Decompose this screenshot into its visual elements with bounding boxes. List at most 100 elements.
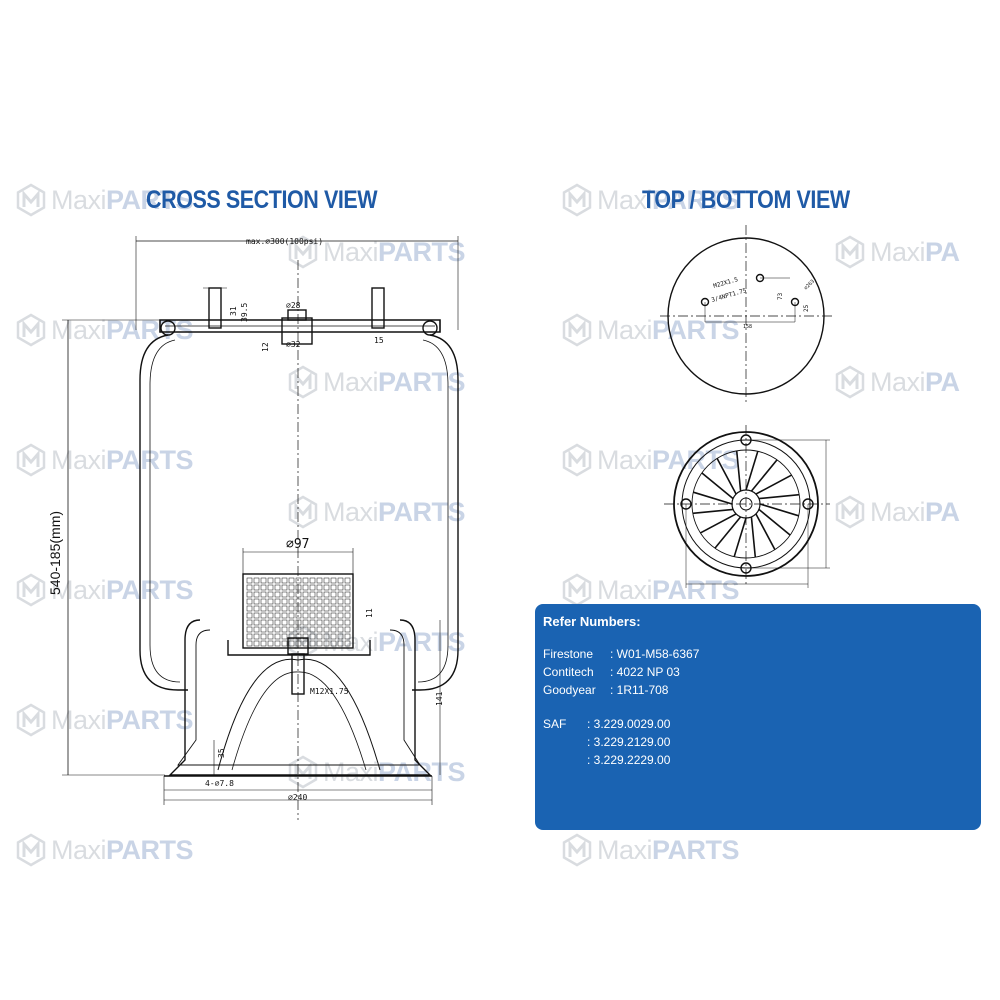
d12-label: 12 [261, 342, 270, 352]
refer-part-number: : 1R11-708 [610, 683, 669, 697]
watermark-text: Maxi [870, 236, 926, 267]
d31-label: 31 [229, 306, 238, 316]
top-25-label: 25 [803, 304, 810, 312]
watermark-text-bold: PARTS [106, 704, 194, 735]
saf-number: : 3.229.2229.00 [587, 753, 671, 767]
d11-label: 11 [365, 608, 374, 618]
watermark-text-bold: PARTS [378, 496, 466, 527]
watermark-text: Maxi [597, 834, 653, 865]
thread-label: M12X1.75 [310, 687, 349, 696]
top-158-label: 158 [743, 324, 752, 330]
watermark-text-bold: PARTS [378, 366, 466, 397]
watermark-text-bold: PARTS [378, 756, 466, 787]
watermark-text: Maxi [51, 574, 107, 605]
watermark-text: Maxi [51, 444, 107, 475]
watermark-text: Maxi [870, 366, 926, 397]
maxiparts-logo-icon [288, 365, 318, 399]
watermark-text: Maxi [323, 496, 379, 527]
maxiparts-logo-icon [562, 833, 592, 867]
maxiparts-logo-icon [835, 365, 865, 399]
saf-number: : 3.229.0029.00 [587, 717, 671, 731]
maxiparts-logo-icon [288, 495, 318, 529]
max-diameter-label: max.⌀300(100psi) [246, 237, 323, 246]
watermark-text-bold: PA [925, 236, 960, 267]
watermark-text-bold: PARTS [652, 444, 740, 475]
bottom-view-drawing [664, 425, 830, 588]
maxiparts-logo-icon [16, 183, 46, 217]
maxiparts-logo-icon [16, 313, 46, 347]
cross-section-title: CROSS SECTION VIEW [146, 186, 378, 214]
maxiparts-logo-icon [16, 443, 46, 477]
d240-label: ⌀240 [288, 793, 307, 802]
watermark-text-bold: PARTS [652, 314, 740, 345]
holes-label: 4-⌀7.8 [205, 779, 234, 788]
d28-label: ⌀28 [286, 301, 301, 310]
refer-part-number: : 4022 NP 03 [610, 665, 680, 679]
watermark-text-bold: PARTS [106, 834, 194, 865]
watermark-text: Maxi [323, 236, 379, 267]
top-view-drawing [660, 225, 832, 404]
watermark-text-bold: PARTS [106, 184, 194, 215]
top-thread2-label: 3/4NPT1.75 [711, 287, 748, 304]
watermark-text: Maxi [51, 704, 107, 735]
watermark-text: Maxi [597, 314, 653, 345]
watermark-text: Maxi [51, 184, 107, 215]
refer-brand-name: Firestone [543, 647, 594, 661]
watermark-text-bold: PARTS [652, 184, 740, 215]
saf-label: SAF [543, 717, 567, 731]
refer-numbers-title: Refer Numbers: [543, 614, 641, 629]
maxiparts-logo-icon [835, 495, 865, 529]
top-d263-label: ⌀263 [803, 279, 816, 292]
watermark-text: Maxi [870, 496, 926, 527]
watermark-text: Maxi [51, 834, 107, 865]
watermark-text: Maxi [597, 184, 653, 215]
height-range-label: 540-185(mm) [47, 511, 63, 595]
d32-label: ⌀32 [286, 340, 301, 349]
cross-section-drawing [62, 236, 459, 820]
maxiparts-logo-icon [835, 235, 865, 269]
maxiparts-logo-icon [288, 755, 318, 789]
top-thread1-label: M22X1.5 [713, 276, 740, 290]
d97-label: ⌀97 [286, 537, 309, 552]
refer-numbers-panel: Refer Numbers: Firestone : W01-M58-6367 … [535, 604, 981, 830]
saf-number: : 3.229.2129.00 [587, 735, 671, 749]
refer-brand-name: Contitech [543, 665, 594, 679]
maxiparts-logo-icon [16, 703, 46, 737]
watermark-text-bold: PARTS [378, 626, 466, 657]
d15-label: 15 [374, 336, 384, 345]
watermark-text: Maxi [597, 574, 653, 605]
watermark-text-bold: PARTS [378, 236, 466, 267]
watermark-text: Maxi [323, 756, 379, 787]
d141-label: 141 [435, 691, 444, 706]
refer-part-number: : W01-M58-6367 [610, 647, 700, 661]
watermark-text: Maxi [323, 626, 379, 657]
d39-5-label: 39.5 [240, 303, 249, 322]
watermark-text: Maxi [323, 366, 379, 397]
d35-label: 35 [217, 748, 226, 758]
refer-brand-name: Goodyear [543, 683, 596, 697]
watermark-text-bold: PARTS [652, 574, 740, 605]
maxiparts-logo-icon [16, 833, 46, 867]
top-73-label: 73 [777, 292, 784, 300]
watermark-text: Maxi [597, 444, 653, 475]
top-bottom-title: TOP / BOTTOM VIEW [642, 186, 850, 214]
watermark-text-bold: PA [925, 366, 960, 397]
maxiparts-logo-icon [562, 313, 592, 347]
maxiparts-logo-icon [288, 235, 318, 269]
watermark-text-bold: PA [925, 496, 960, 527]
